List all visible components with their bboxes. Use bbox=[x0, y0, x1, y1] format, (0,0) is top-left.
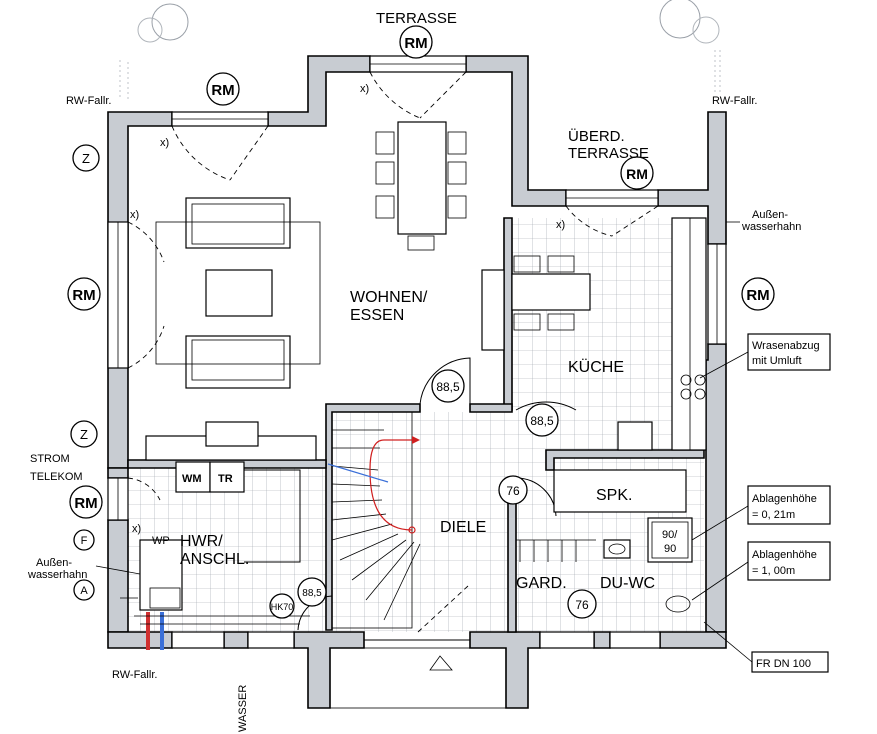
dining-table bbox=[375, 121, 467, 251]
door-885-b: 88,5 bbox=[530, 414, 554, 428]
rm-right-label: RM bbox=[746, 287, 769, 304]
rw-fallr-topleft: RW-Fallr. bbox=[66, 95, 111, 107]
uberd-label-1: ÜBERD. bbox=[568, 127, 625, 145]
z-mid-label: Z bbox=[80, 427, 88, 442]
x-mark-4: x) bbox=[556, 219, 565, 231]
staircase bbox=[327, 411, 421, 629]
wp-label: WP bbox=[152, 535, 170, 547]
door-76-a: 76 bbox=[506, 484, 520, 498]
rm-hwr-label: RM bbox=[74, 495, 97, 512]
kitchen-furniture bbox=[511, 217, 707, 451]
aussen-right-2: wasserhahn bbox=[741, 221, 801, 233]
wrasen-2: mit Umluft bbox=[752, 355, 802, 367]
door-885-a: 88,5 bbox=[436, 380, 460, 394]
wrasen-1: Wrasenabzug bbox=[752, 340, 820, 352]
rm-topleft-label: RM bbox=[211, 82, 234, 99]
rw-fallr-bottom: RW-Fallr. bbox=[112, 669, 157, 681]
f-symbol-label: F bbox=[81, 535, 88, 547]
aussen-left-1: Außen- bbox=[36, 557, 72, 569]
symbol-markers bbox=[70, 144, 597, 619]
rw-fallr-topright: RW-Fallr. bbox=[712, 95, 757, 107]
hwr-label-2: ANSCHL. bbox=[180, 551, 249, 568]
diele-label: DIELE bbox=[440, 519, 486, 536]
ablage1-2: = 0, 21m bbox=[752, 509, 795, 521]
hwr-label-1: HWR/ bbox=[180, 533, 223, 550]
door-hk: HK70 bbox=[271, 602, 294, 612]
x-mark-3: x) bbox=[130, 209, 139, 221]
tr-label: TR bbox=[218, 473, 233, 485]
door-76-b: 76 bbox=[575, 598, 589, 612]
living-furniture bbox=[145, 197, 505, 461]
tree-right bbox=[659, 0, 721, 95]
aussen-right-1: Außen- bbox=[752, 209, 788, 221]
x-mark-5: x) bbox=[132, 523, 141, 535]
a-symbol-label: A bbox=[80, 585, 88, 597]
callouts bbox=[95, 221, 831, 673]
shower-90-1: 90/ bbox=[662, 529, 678, 541]
kueche-label: KÜCHE bbox=[568, 358, 624, 376]
wohnen-label-2: ESSEN bbox=[350, 307, 404, 324]
uberd-label-2: TERRASSE bbox=[568, 145, 649, 162]
bath-garderobe bbox=[516, 469, 693, 613]
wasser-label: WASSER bbox=[237, 685, 249, 732]
x-mark-1: x) bbox=[360, 83, 369, 95]
z-top-label: Z bbox=[82, 151, 90, 166]
entrance bbox=[329, 585, 507, 709]
rm-markers bbox=[67, 25, 775, 519]
door-885-c: 88,5 bbox=[302, 588, 322, 599]
terrasse-label: TERRASSE bbox=[376, 10, 457, 27]
door-swings bbox=[127, 71, 659, 631]
rm-top-label: RM bbox=[404, 35, 427, 52]
telekom-label: TELEKOM bbox=[30, 471, 83, 483]
spk-label: SPK. bbox=[596, 487, 632, 504]
aussen-left-2: wasserhahn bbox=[27, 569, 87, 581]
tree-left bbox=[119, 3, 189, 100]
utility-room bbox=[134, 461, 310, 650]
ablage2-2: = 1, 00m bbox=[752, 565, 795, 577]
ablage2-1: Ablagenhöhe bbox=[752, 549, 817, 561]
ablage1-1: Ablagenhöhe bbox=[752, 493, 817, 505]
gard-label: GARD. bbox=[516, 575, 567, 592]
rm-left-label: RM bbox=[72, 287, 95, 304]
fr-dn-label: FR DN 100 bbox=[756, 658, 811, 670]
rm-kitchen-label: RM bbox=[626, 166, 648, 182]
shower-90-2: 90 bbox=[664, 543, 676, 555]
wm-label: WM bbox=[182, 473, 202, 485]
x-mark-2: x) bbox=[160, 137, 169, 149]
wohnen-label-1: WOHNEN/ bbox=[350, 289, 428, 306]
du-wc-label: DU-WC bbox=[600, 575, 655, 592]
strom-label: STROM bbox=[30, 453, 70, 465]
